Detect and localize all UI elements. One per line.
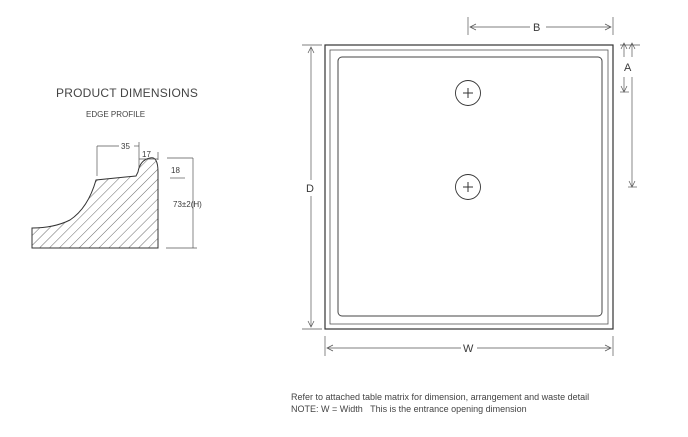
edge-profile-section: 35 17 18 73±2(H) bbox=[31, 142, 202, 249]
dim-w-label: W bbox=[463, 343, 474, 355]
tray-base bbox=[337, 56, 603, 317]
dim-lip-height-label: 18 bbox=[171, 166, 180, 175]
notes: Refer to attached table matrix for dimen… bbox=[291, 391, 589, 415]
dim-lip-width-label: 17 bbox=[142, 150, 151, 159]
page-title: PRODUCT DIMENSIONS bbox=[56, 86, 199, 100]
dim-d-label: D bbox=[306, 183, 314, 195]
tray-outer-edge bbox=[324, 44, 614, 330]
note-line-1: Refer to attached table matrix for dimen… bbox=[291, 392, 590, 402]
section-subtitle: EDGE PROFILE bbox=[86, 110, 146, 119]
dim-a bbox=[620, 42, 640, 188]
dim-b-label: B bbox=[533, 22, 540, 34]
edge-profile-shape bbox=[31, 157, 159, 249]
tray-inner-edge bbox=[329, 49, 609, 325]
dim-top-width-label: 35 bbox=[121, 142, 130, 151]
dim-lip-width bbox=[139, 152, 159, 160]
dim-d bbox=[302, 44, 322, 330]
note-line-2: NOTE: W = Width This is the entrance ope… bbox=[291, 404, 527, 414]
dim-total-height bbox=[166, 158, 197, 249]
dim-total-height-label: 73±2(H) bbox=[173, 200, 202, 209]
dim-top-width bbox=[96, 142, 140, 176]
waste-position-top bbox=[455, 80, 481, 106]
waste-position-center bbox=[455, 174, 481, 200]
plan-view: B A D bbox=[302, 17, 640, 356]
dim-b bbox=[467, 17, 614, 35]
dim-w bbox=[324, 336, 614, 356]
dim-a-label: A bbox=[624, 62, 632, 74]
dim-lip-height bbox=[167, 157, 193, 179]
